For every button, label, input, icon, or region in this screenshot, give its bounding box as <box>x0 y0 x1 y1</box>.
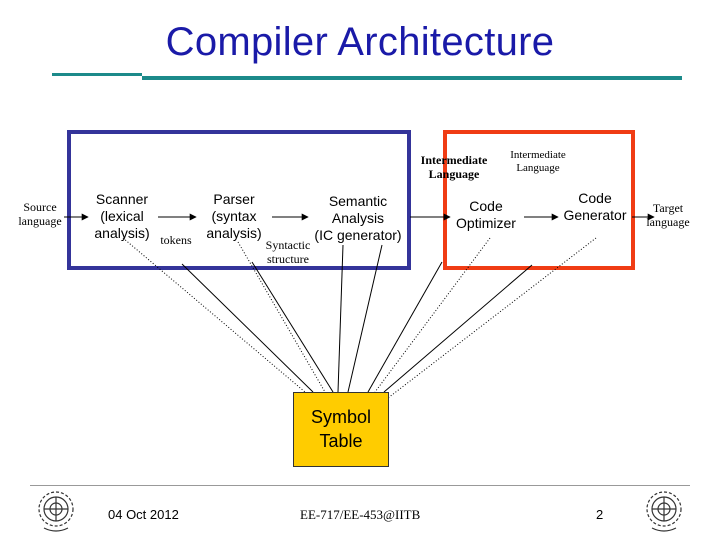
intermediate-language-label-1: Intermediate Language <box>420 153 488 182</box>
footer-date: 04 Oct 2012 <box>108 507 179 522</box>
institute-emblem-icon <box>38 491 74 532</box>
code-generator-node: Code Generator <box>563 190 627 223</box>
symbol-table-links <box>122 237 597 399</box>
parser-node: Parser (syntax analysis) <box>206 191 262 241</box>
back-end-frame <box>443 130 635 270</box>
page-number: 2 <box>596 507 604 522</box>
symbol-table-node: Symbol Table <box>293 392 389 467</box>
title-underline-long <box>142 76 682 80</box>
scanner-node: Scanner (lexical analysis) <box>94 191 150 241</box>
intermediate-language-label-2: Intermediate Language <box>510 149 566 175</box>
page-title: Compiler Architecture <box>165 20 555 64</box>
semantic-analysis-node: Semantic Analysis (IC generator) <box>314 193 402 243</box>
syntactic-structure-label: Syntactic structure <box>265 238 311 267</box>
footer-course: EE-717/EE-453@IITB <box>300 507 421 522</box>
code-optimizer-node: Code Optimizer <box>456 198 516 231</box>
institute-emblem-icon <box>646 491 682 532</box>
front-end-frame <box>67 130 411 270</box>
target-language-label: Target language <box>646 201 690 230</box>
title-underline-short <box>52 73 142 76</box>
source-language-label: Source language <box>18 200 62 229</box>
footer-divider <box>30 485 690 486</box>
tokens-label: tokens <box>160 233 192 247</box>
